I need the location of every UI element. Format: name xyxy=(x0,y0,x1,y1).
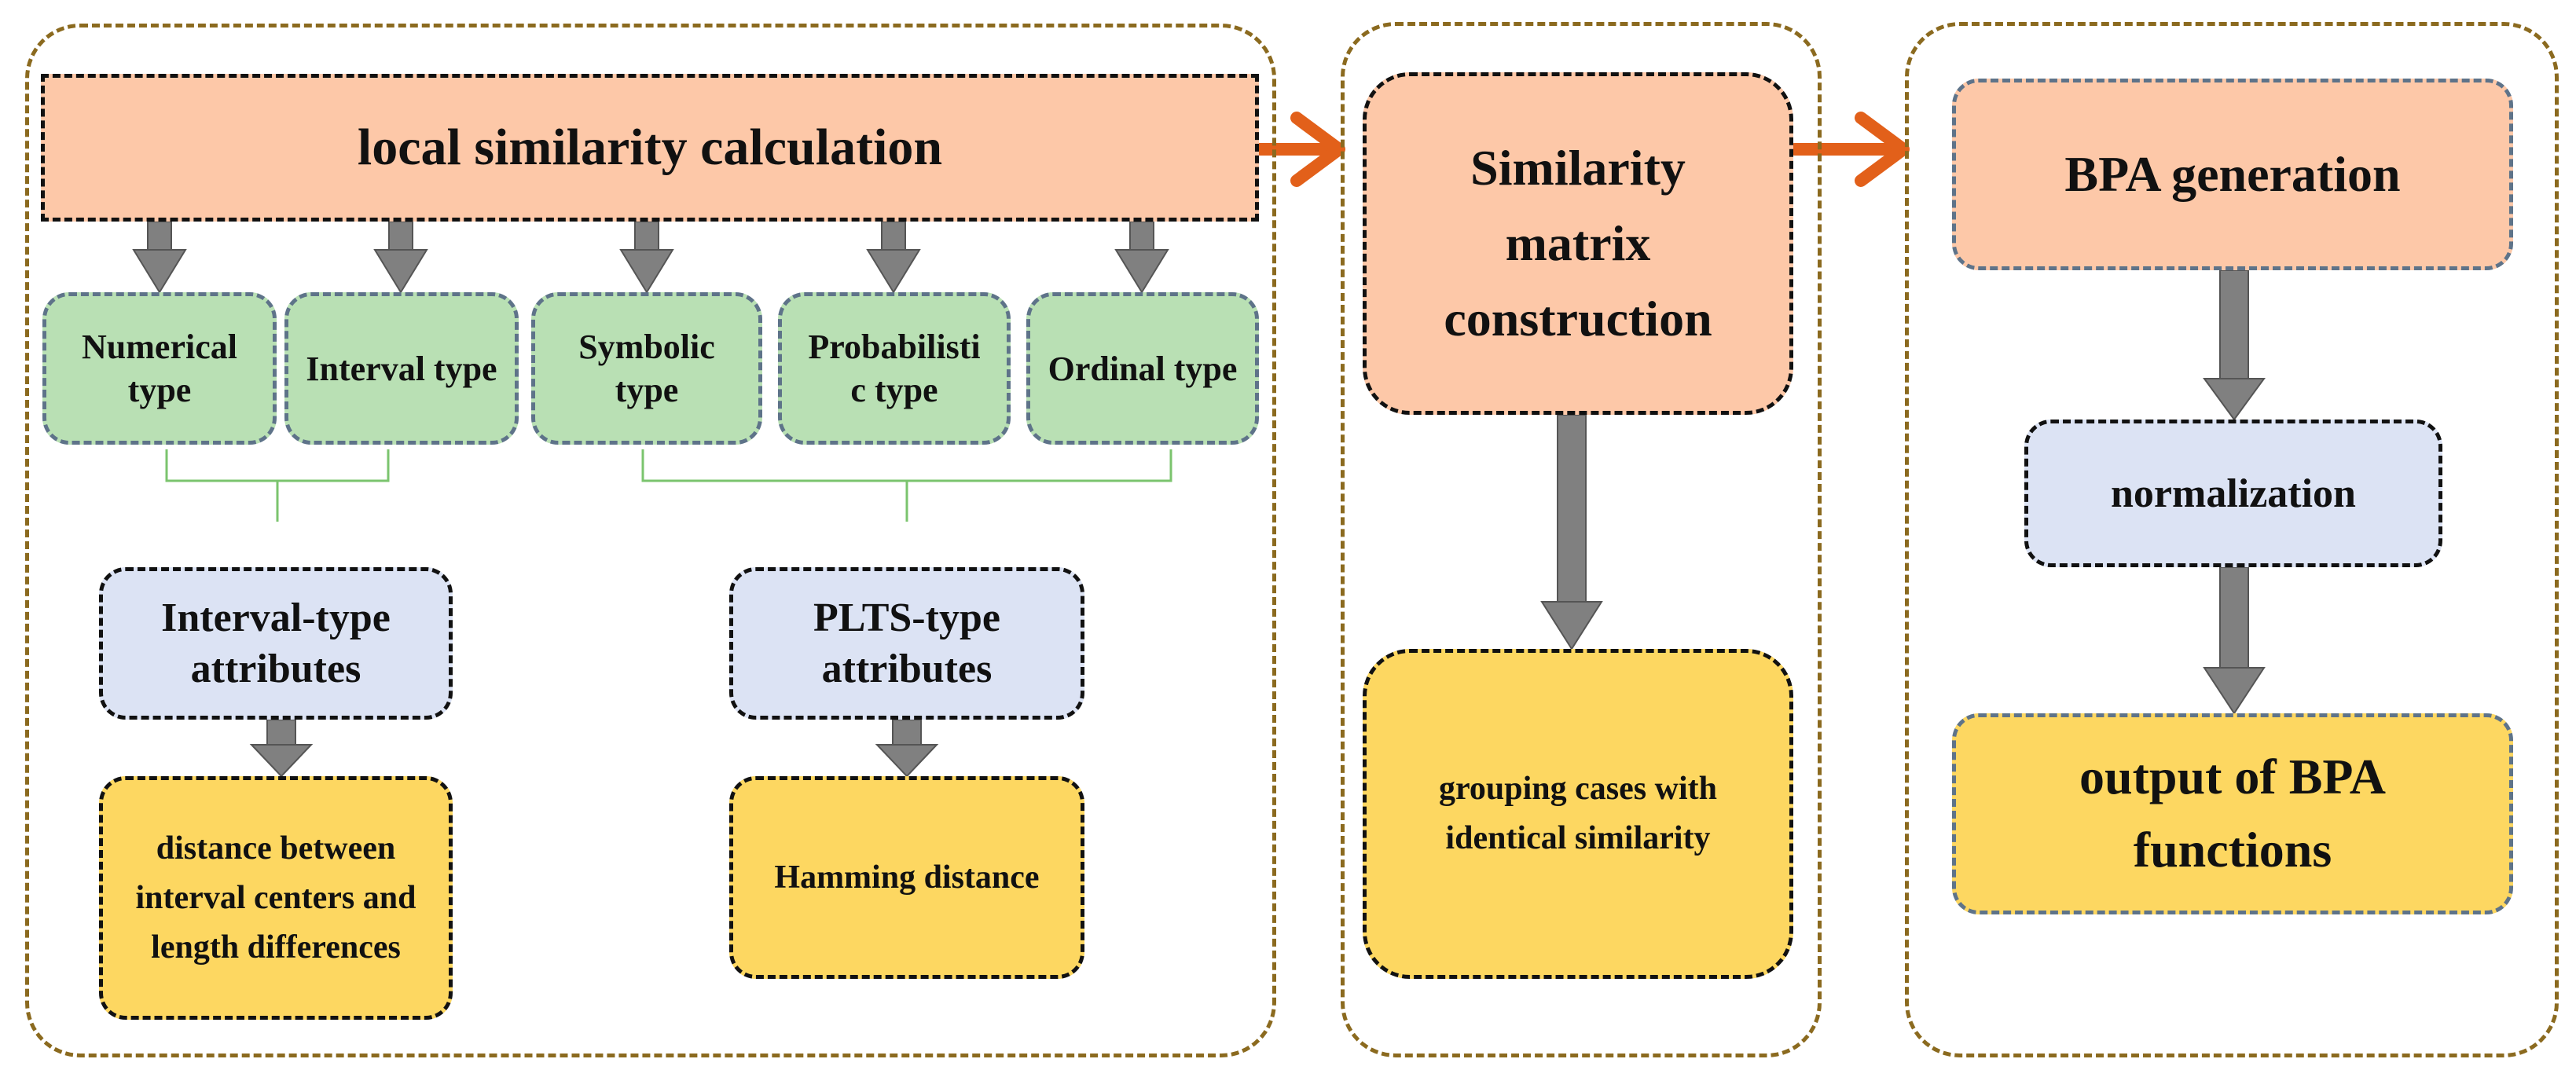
panel-bpa-generation xyxy=(1905,22,2559,1057)
down-arrow-probabilistic xyxy=(866,221,921,294)
type-label-numerical: Numerical type xyxy=(82,328,237,409)
type-box-symbolic: Symbolic type xyxy=(531,292,762,445)
down-arrow-interval-measure xyxy=(249,719,314,778)
type-box-probabilistic: Probabilistic type xyxy=(778,292,1011,445)
grouping-box: grouping cases with identical similarity xyxy=(1363,649,1793,979)
interval-attributes-label: Interval-type attributes xyxy=(161,595,391,691)
type-label-ordinal: Ordinal type xyxy=(1048,349,1238,388)
type-label-interval: Interval type xyxy=(306,349,497,388)
hamming-distance-box: Hamming distance xyxy=(729,776,1084,979)
down-arrow-bpa-normalization xyxy=(2203,269,2266,421)
down-arrow-numerical xyxy=(132,221,187,294)
type-label-symbolic: Symbolic type xyxy=(578,328,715,409)
plts-attributes-label: PLTS-type attributes xyxy=(813,595,1000,691)
normalization-label: normalization xyxy=(2111,471,2356,516)
grouping-label: grouping cases with identical similarity xyxy=(1439,771,1717,856)
bpa-generation-label: BPA generation xyxy=(2064,146,2401,202)
local-similarity-title-box: local similarity calculation xyxy=(41,74,1259,222)
bpa-output-label: output of BPA functions xyxy=(2079,749,2386,878)
flow-arrow-local-to-matrix xyxy=(1253,112,1345,187)
flow-arrow-matrix-to-bpa xyxy=(1789,112,1910,187)
down-arrow-normalization-output xyxy=(2203,566,2266,715)
type-box-ordinal: Ordinal type xyxy=(1026,292,1259,445)
down-arrow-symbolic xyxy=(619,221,674,294)
type-box-interval: Interval type xyxy=(284,292,519,445)
hamming-distance-label: Hamming distance xyxy=(774,859,1040,896)
panel-local-similarity xyxy=(25,24,1276,1057)
down-arrow-interval xyxy=(373,221,428,294)
bpa-output-box: output of BPA functions xyxy=(1952,713,2513,914)
interval-attributes-box: Interval-type attributes xyxy=(99,567,453,720)
panel-similarity-matrix xyxy=(1341,22,1822,1057)
interval-measure-label: distance between interval centers and le… xyxy=(135,830,416,966)
down-arrow-plts-measure xyxy=(875,719,939,778)
type-box-numerical: Numerical type xyxy=(42,292,277,445)
down-arrow-matrix-grouping xyxy=(1540,414,1603,650)
normalization-box: normalization xyxy=(2024,420,2442,567)
interval-measure-box: distance between interval centers and le… xyxy=(99,776,453,1020)
plts-attributes-box: PLTS-type attributes xyxy=(729,567,1084,720)
bpa-generation-box: BPA generation xyxy=(1952,79,2513,270)
similarity-matrix-label: Similarity matrix construction xyxy=(1444,140,1712,346)
bracket-plts-group xyxy=(641,449,1172,522)
similarity-matrix-box: Similarity matrix construction xyxy=(1363,72,1793,415)
down-arrow-ordinal xyxy=(1114,221,1169,294)
type-label-probabilistic: Probabilistic type xyxy=(808,328,981,409)
bracket-interval-group xyxy=(165,449,390,522)
local-similarity-title: local similarity calculation xyxy=(357,118,943,176)
